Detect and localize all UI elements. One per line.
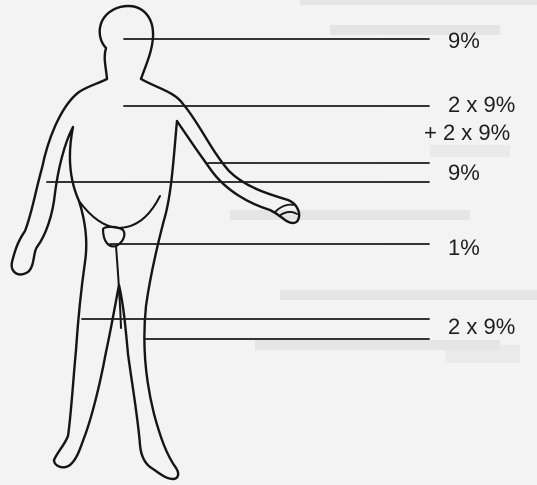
head-percentage-label: 9% [448, 29, 480, 53]
back-trunk-percentage-label: + 2 x 9% [424, 121, 510, 145]
genital-percentage-label: 1% [448, 236, 480, 260]
body-outline [12, 6, 299, 479]
arm-percentage-label: 9% [448, 161, 480, 185]
front-trunk-percentage-label: 2 x 9% [448, 93, 515, 117]
legs-percentage-label: 2 x 9% [448, 315, 515, 339]
groin-crease [79, 196, 160, 228]
